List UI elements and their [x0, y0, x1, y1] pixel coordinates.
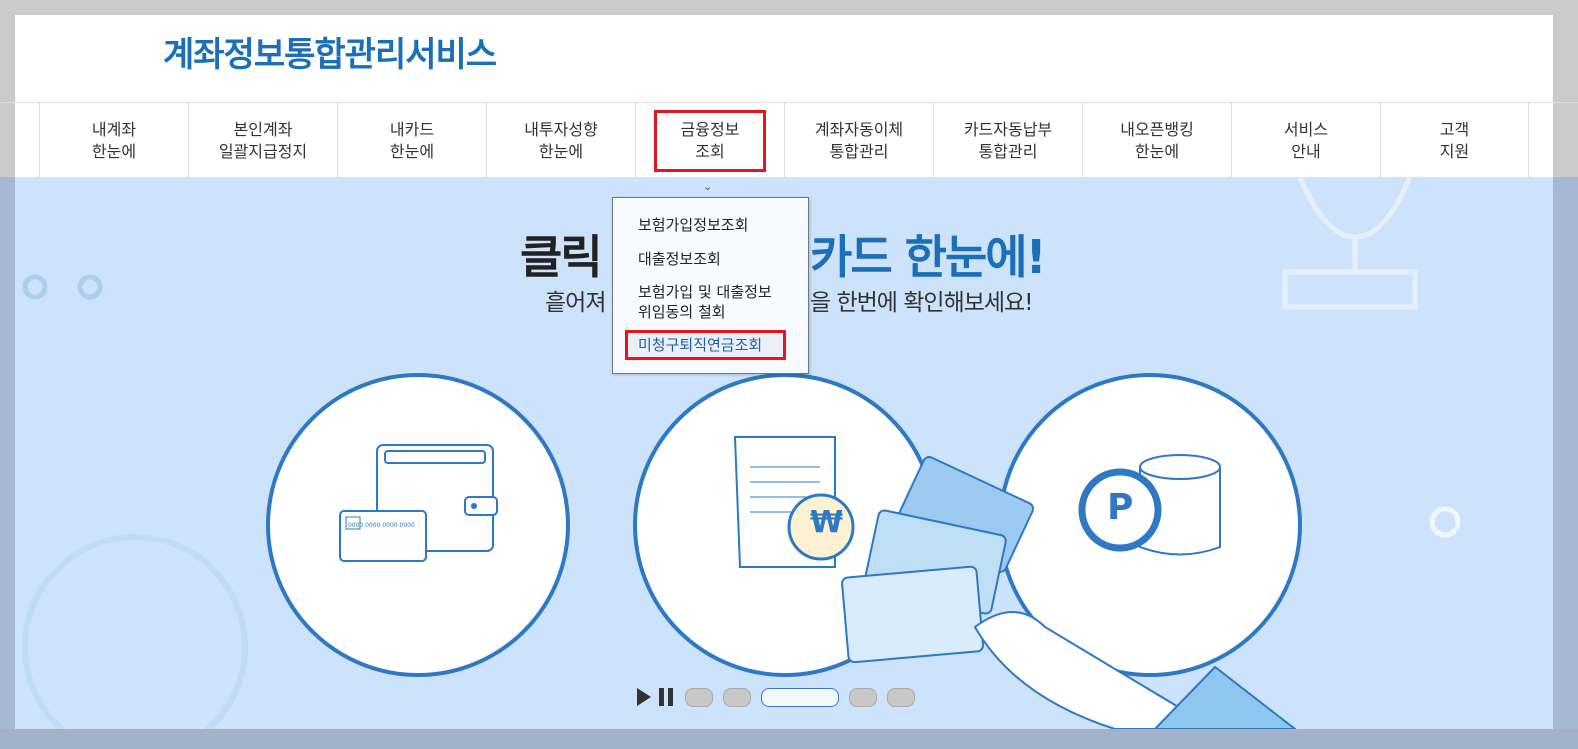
- nav-item-investment[interactable]: 내투자성향 한눈에: [486, 103, 635, 178]
- banner-title-right: 카드 한눈에!: [810, 230, 1047, 284]
- carousel-dot-2[interactable]: [723, 687, 751, 707]
- nav-label: 본인계좌 일괄지급정지: [218, 119, 308, 161]
- pause-icon[interactable]: [657, 687, 675, 707]
- chevron-down-icon: ⌄: [703, 180, 713, 193]
- nav-item-account-suspend[interactable]: 본인계좌 일괄지급정지: [188, 103, 337, 178]
- nav-item-my-accounts[interactable]: 내계좌 한눈에: [39, 103, 188, 178]
- nav-item-card-autopay[interactable]: 카드자동납부 통합관리: [933, 103, 1082, 178]
- nav-label: 내카드 한눈에: [389, 119, 435, 161]
- carousel-dot-3[interactable]: [761, 687, 839, 707]
- site-logo[interactable]: 계좌정보통합관리서비스: [163, 35, 497, 75]
- menu-item-consent-withdraw[interactable]: 보험가입 및 대출정보 위임동의 철회: [638, 283, 772, 321]
- overlay-strip: [1553, 103, 1578, 178]
- nav-item-service-info[interactable]: 서비스 안내: [1231, 103, 1380, 178]
- site-header: 계좌정보통합관리서비스: [15, 15, 1553, 102]
- overlay-strip: [1553, 177, 1578, 729]
- overlay-strip: [0, 103, 15, 178]
- overlay-strip: [0, 729, 1578, 749]
- banner-subtitle-right: 을 한번에 확인해보세요!: [810, 290, 1033, 316]
- nav-item-open-banking[interactable]: 내오픈뱅킹 한눈에: [1082, 103, 1231, 178]
- nav-item-support[interactable]: 고객 지원: [1380, 103, 1529, 178]
- nav-item-financial-info[interactable]: 금융정보 조회: [635, 103, 784, 178]
- main-nav: 내계좌 한눈에 본인계좌 일괄지급정지 내카드 한눈에 내투자성향 한눈에 금융…: [0, 102, 1578, 178]
- nav-item-auto-transfer[interactable]: 계좌자동이체 통합관리: [784, 103, 933, 178]
- nav-label: 금융정보 조회: [653, 109, 767, 172]
- wallet-circle: [266, 373, 570, 677]
- banner-subtitle-left: 흩어져: [545, 290, 606, 316]
- won-icon: ₩: [810, 505, 844, 540]
- carousel-dot-4[interactable]: [849, 687, 877, 707]
- nav-item-my-cards[interactable]: 내카드 한눈에: [337, 103, 486, 178]
- carousel-dot-5[interactable]: [887, 687, 915, 707]
- nav-label: 내계좌 한눈에: [91, 119, 137, 161]
- nav-label: 서비스 안내: [1283, 119, 1329, 161]
- menu-item-insurance-info[interactable]: 보험가입정보조회: [638, 216, 749, 234]
- card-number: 0000 0000 0000 0000: [348, 522, 415, 529]
- nav-label: 내투자성향 한눈에: [524, 119, 598, 161]
- nav-label: 카드자동납부 통합관리: [963, 119, 1053, 161]
- overlay-strip: [0, 177, 15, 729]
- point-icon: P: [1107, 487, 1134, 528]
- play-icon[interactable]: [637, 687, 671, 707]
- document-circle: [633, 373, 937, 677]
- cards-in-hand: [841, 456, 1297, 729]
- financial-info-dropdown: 보험가입정보조회 대출정보조회 보험가입 및 대출정보 위임동의 철회 미청구퇴…: [612, 197, 809, 374]
- menu-item-unclaimed-pension[interactable]: 미청구퇴직연금조회: [625, 330, 786, 360]
- nav-label: 내오픈뱅킹 한눈에: [1120, 119, 1194, 161]
- banner-title-left: 클릭: [520, 230, 603, 284]
- menu-item-loan-info[interactable]: 대출정보조회: [638, 250, 721, 268]
- nav-label: 고객 지원: [1439, 119, 1470, 161]
- nav-label: 계좌자동이체 통합관리: [814, 119, 904, 161]
- carousel-controls: [637, 687, 915, 707]
- carousel-dot-1[interactable]: [685, 687, 713, 707]
- banner-illustration: [22, 177, 1461, 729]
